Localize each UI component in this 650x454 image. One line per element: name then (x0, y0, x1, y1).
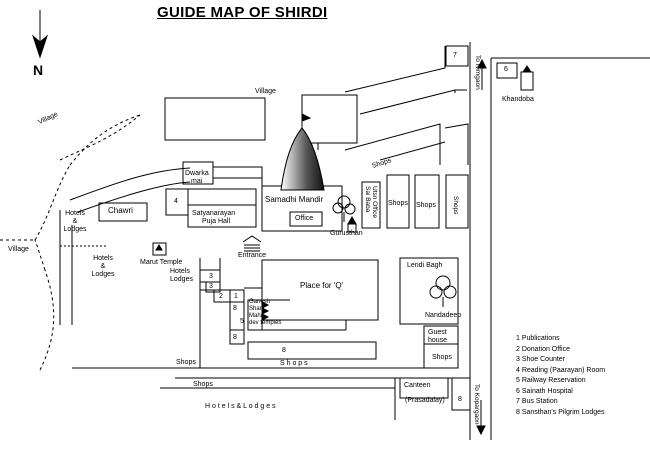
shops-vertical-label: Shops (452, 196, 459, 215)
north-arrow-icon (31, 10, 49, 59)
dwarkamai-label-2: mai (191, 178, 203, 185)
num-2: 2 (219, 293, 223, 300)
shops-lower-label: Shops (193, 381, 213, 388)
num-1: 1 (234, 293, 238, 300)
legend-item: 8 Sansthan's Pilgrim Lodges (516, 408, 605, 416)
legend-item: 1 Publications (516, 335, 560, 342)
sai-baba-office-label-1: Sai Baba (364, 186, 371, 213)
dwarkamai-label-1: Dwarka (185, 170, 209, 177)
office-label: Office (295, 215, 314, 222)
legend-item: 7 Bus Station (516, 398, 558, 405)
hotels-lodges-road-label: H o t e l s & L o d g e s (205, 403, 276, 410)
temple-markers (261, 301, 270, 321)
num-7: 7 (453, 52, 457, 59)
village-top-label: Village (255, 88, 276, 95)
ganesh-label-4: dev temples (249, 320, 282, 326)
village-left-label: Village (8, 246, 29, 253)
shops-small-label: Shops (432, 354, 452, 361)
samadhi-temple-spire-icon (280, 113, 325, 191)
hotels-lodges-2a: Hotels (93, 255, 113, 262)
num-6: 6 (504, 66, 508, 73)
ganesh-label-3: Maha- (249, 313, 267, 319)
samadhi-mandir-label: Samadhi Mandir (265, 195, 324, 204)
hotels-lodges-1b: & (72, 218, 78, 225)
nandadeep-label: Nandadeep (425, 312, 462, 319)
legend-item: 4 Reading (Paarayan) Room (516, 366, 606, 374)
guest-house-label-1: Guest (428, 329, 447, 336)
to-kopargaon-label: To Kopargaon (473, 384, 480, 425)
hotels-lodges-3b: Lodges (170, 276, 193, 283)
gurusthan-tree-icon (332, 195, 357, 233)
maruti-temple-icon (152, 242, 167, 256)
hotels-lodges-1c: Lodges (63, 226, 87, 233)
num-3-b: 3 (209, 283, 213, 290)
shops-a-label: Shops (388, 200, 408, 207)
khandoba-temple-icon (520, 65, 534, 91)
hospital-box (496, 62, 518, 79)
ganesh-label-2: Shani (249, 306, 265, 312)
entrance-label: Entrance (238, 252, 267, 259)
map-title: GUIDE MAP OF SHIRDI (157, 4, 328, 21)
to-nimgaon-label: To Nimgaon (474, 55, 481, 90)
bus-station-box (445, 45, 469, 67)
map-legend: 1 Publications 2 Donation Office 3 Shoe … (516, 334, 605, 418)
canteen-label: Canteen (404, 382, 431, 389)
guest-house-label-2: house (428, 337, 448, 344)
satyanarayan-label-2: Puja Hall (202, 218, 231, 225)
legend-item: 5 Railway Reservation (516, 377, 586, 384)
legend-item: 6 Sainath Hospital (516, 387, 573, 395)
num-8-c: 8 (282, 347, 286, 354)
num-3-a: 3 (209, 273, 213, 280)
shops-road-mid-label: S h o p s (280, 360, 308, 367)
prasadalay-label: (Prasadalay) (405, 397, 445, 404)
entrance-icon (242, 235, 262, 252)
chawri-label: Chawri (108, 206, 133, 215)
ganesh-label-1: Ganesh (249, 299, 271, 305)
lendi-bagh-label: Lendi Bagh (407, 262, 443, 269)
hotels-lodges-2c: Lodges (91, 271, 115, 278)
legend-item: 2 Donation Office (516, 345, 570, 353)
num-8-b: 8 (233, 334, 237, 341)
hotels-lodges-3a: Hotels (170, 268, 190, 275)
maruti-temple-label: Marut Temple (140, 259, 183, 266)
hotels-lodges-2b: & (100, 263, 106, 270)
num-8-a: 8 (233, 305, 237, 312)
satyanarayan-label-1: Satyanarayan (192, 210, 236, 217)
main-road (469, 42, 650, 440)
north-label: N (33, 62, 44, 78)
road-arrows (476, 58, 487, 436)
hotels-lodges-1a: Hotels (65, 210, 85, 217)
legend-item: 3 Shoe Counter (516, 356, 566, 363)
sai-baba-office-label-2: Utsn Office (371, 186, 378, 219)
khandoba-label: Khandoba (502, 96, 534, 103)
gurusthan-label: Gurusthan (330, 230, 363, 237)
num-4: 4 (174, 198, 178, 205)
place-for-q-label: Place for 'Q' (300, 281, 344, 290)
shops-b-label: Shops (416, 202, 436, 209)
num-5: 5 (240, 318, 244, 325)
nandadeep-tree-icon (429, 275, 457, 307)
num-8-road: 8 (458, 396, 462, 403)
shops-road-left-label: Shops (176, 359, 196, 366)
